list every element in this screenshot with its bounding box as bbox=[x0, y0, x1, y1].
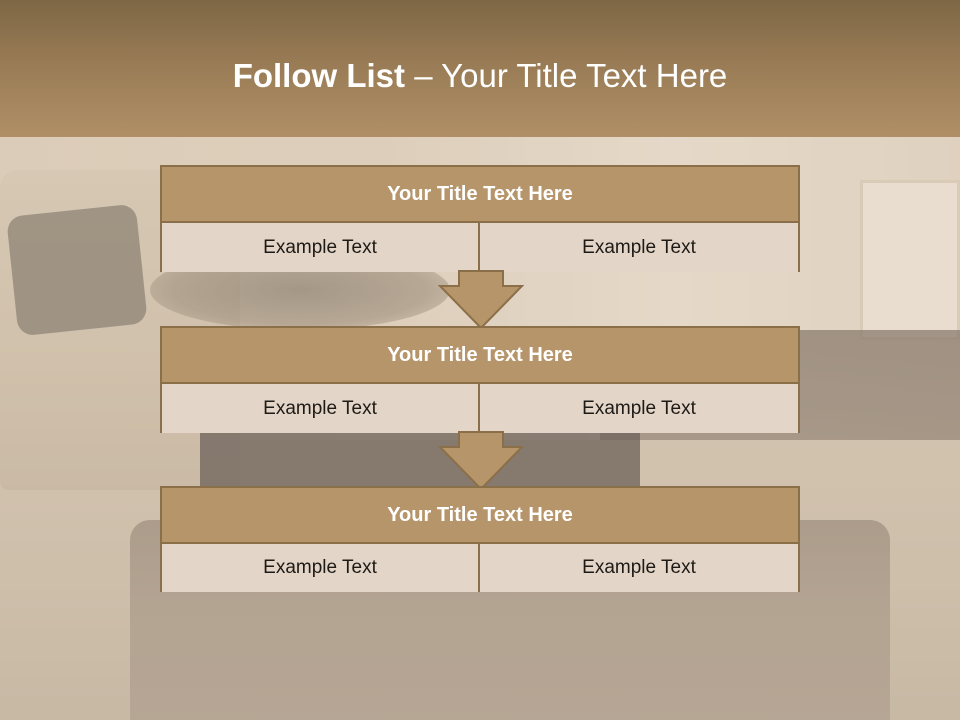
step-title-3: Your Title Text Here bbox=[162, 488, 798, 544]
slide-title-bold: Follow List bbox=[232, 57, 406, 94]
background-wall-panel bbox=[860, 180, 960, 340]
step-box-1: Your Title Text Here Example Text Exampl… bbox=[160, 165, 800, 272]
step-3-left-text: Example Text bbox=[162, 544, 480, 592]
step-box-3: Your Title Text Here Example Text Exampl… bbox=[160, 486, 800, 592]
step-title-2: Your Title Text Here bbox=[162, 328, 798, 384]
step-2-left-text: Example Text bbox=[162, 384, 480, 433]
down-arrow-icon bbox=[438, 431, 524, 491]
step-1-right-text: Example Text bbox=[480, 223, 798, 272]
title-band: Follow List – Your Title Text Here bbox=[0, 0, 960, 137]
step-box-2: Your Title Text Here Example Text Exampl… bbox=[160, 326, 800, 433]
step-title-1: Your Title Text Here bbox=[162, 167, 798, 223]
slide-title: Follow List – Your Title Text Here bbox=[0, 54, 960, 98]
step-2-right-text: Example Text bbox=[480, 384, 798, 433]
step-1-left-text: Example Text bbox=[162, 223, 480, 272]
down-arrow-icon bbox=[438, 270, 524, 330]
step-3-right-text: Example Text bbox=[480, 544, 798, 592]
slide-title-rest: – Your Title Text Here bbox=[414, 57, 728, 94]
